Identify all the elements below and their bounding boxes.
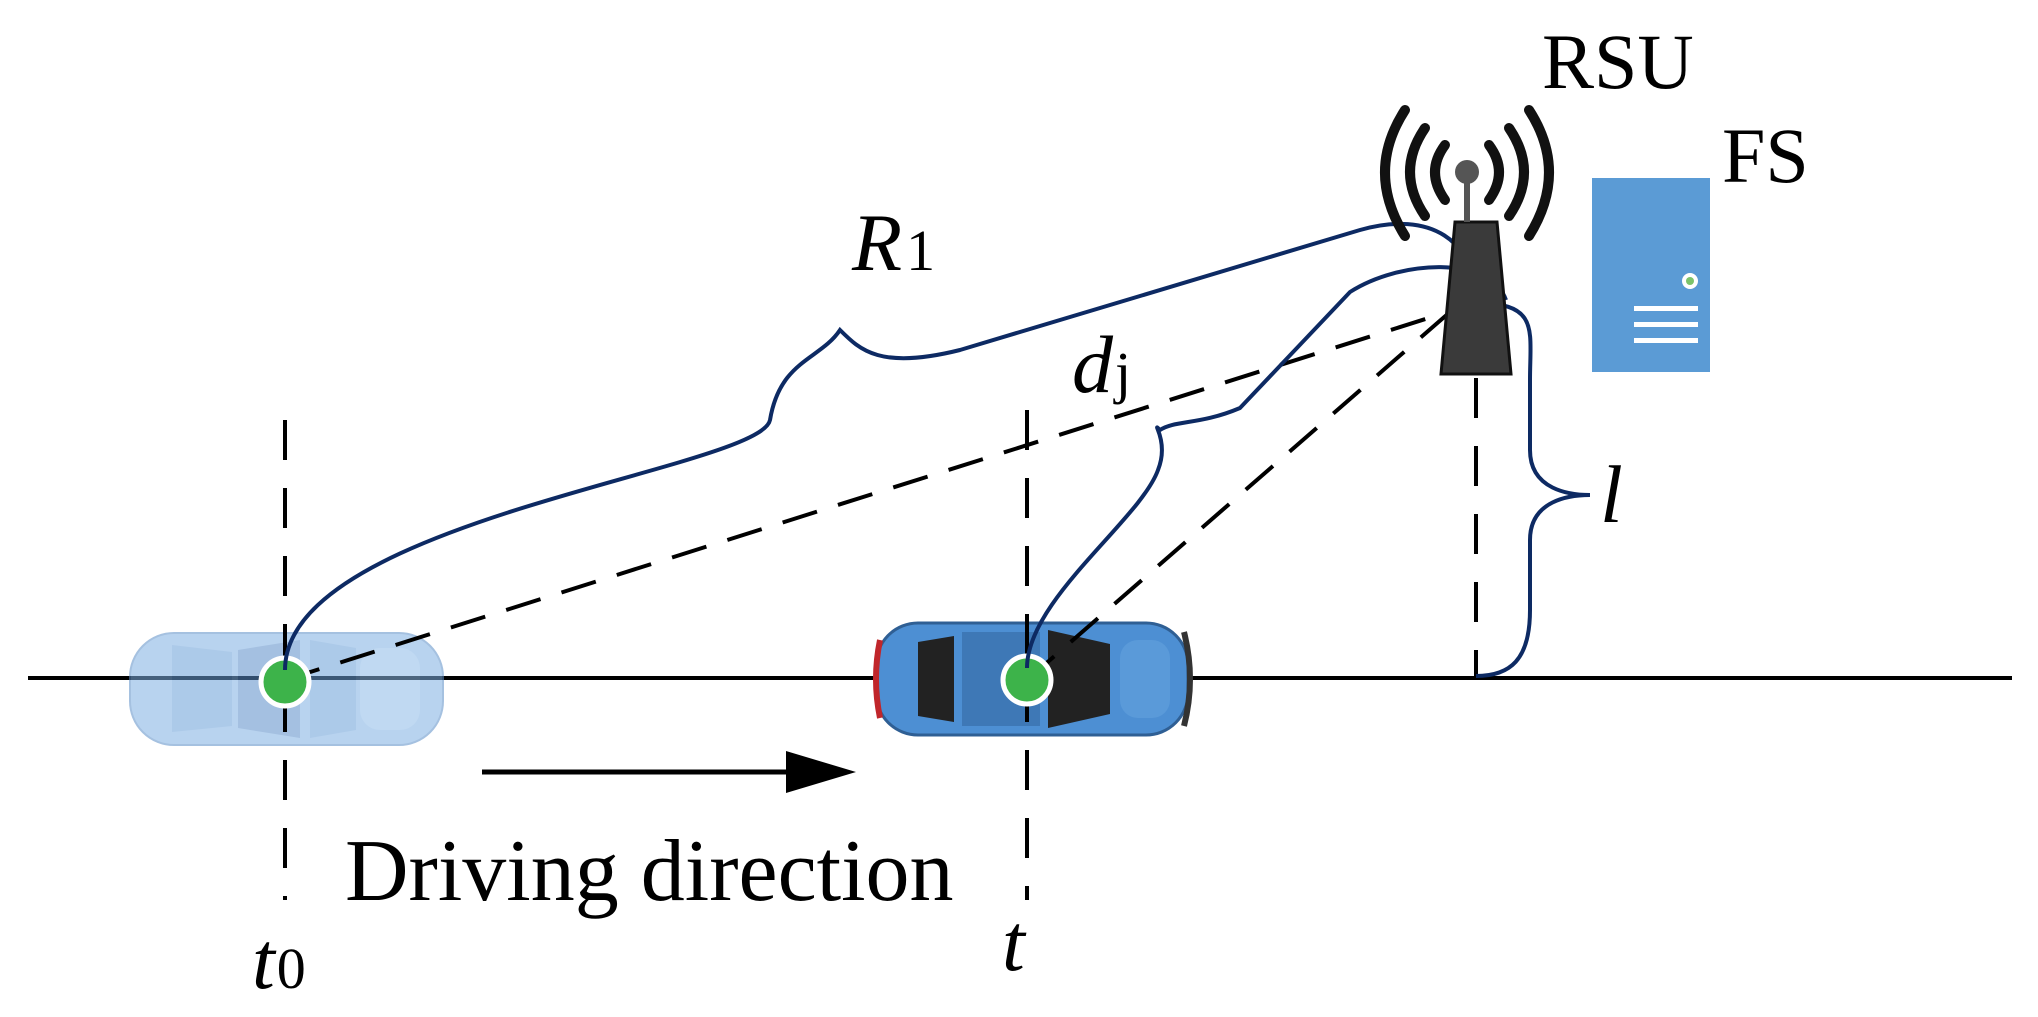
label-dj: dj <box>1072 319 1131 410</box>
label-r1: R1 <box>851 197 935 288</box>
label-driving-direction: Driving direction <box>345 823 954 920</box>
label-l: l <box>1600 449 1623 540</box>
brace-dj <box>1025 265 1508 669</box>
rsu-tower-icon <box>1439 160 1513 376</box>
distance-line-t <box>1025 310 1452 682</box>
label-rsu: RSU <box>1542 18 1694 105</box>
car-icon <box>873 621 1193 737</box>
signal-waves-icon <box>1380 105 1554 241</box>
direction-arrow-head <box>786 751 856 793</box>
label-t0: t0 <box>252 915 306 1006</box>
label-t: t <box>1002 897 1027 988</box>
server-icon <box>1592 178 1710 372</box>
label-fs: FS <box>1722 112 1809 199</box>
brace-l <box>1475 301 1591 678</box>
distance-line-t0 <box>284 301 1477 682</box>
